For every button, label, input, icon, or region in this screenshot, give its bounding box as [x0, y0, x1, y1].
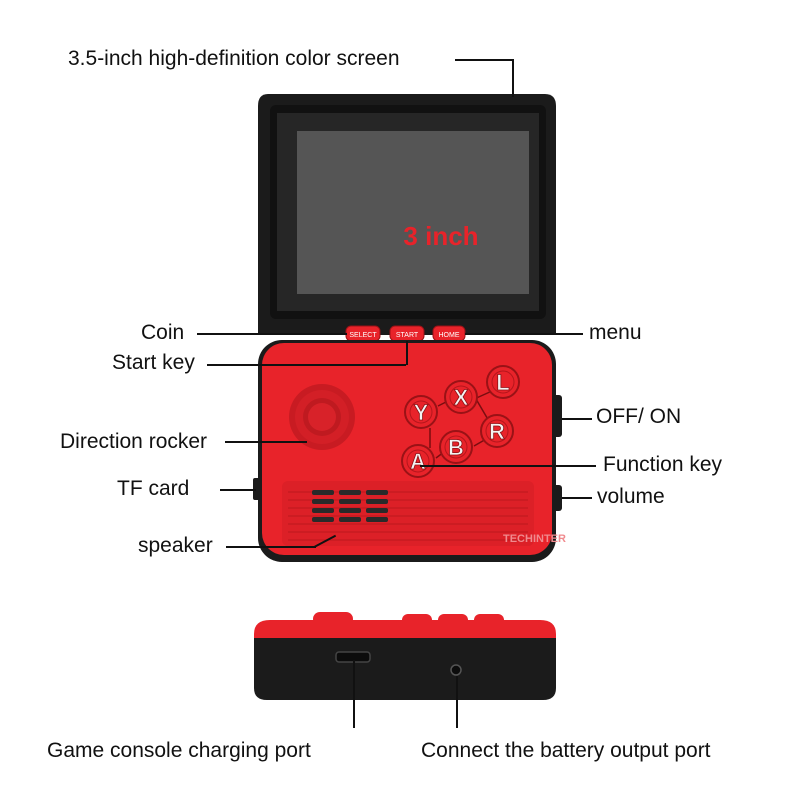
label-charging-port: Game console charging port [47, 739, 311, 762]
leader-screen-h [455, 59, 512, 61]
speaker-grille [312, 490, 388, 522]
label-volume: volume [597, 485, 665, 508]
leader-start-v [406, 341, 408, 365]
svg-text:HOME: HOME [439, 332, 460, 339]
start-button[interactable]: START [389, 325, 425, 342]
console-bottom-view [254, 612, 556, 700]
face-button-l[interactable]: L [486, 365, 520, 399]
leader-start-h [207, 364, 406, 366]
select-button[interactable]: SELECT [345, 325, 381, 342]
display-screen: 3 inch [277, 113, 539, 311]
face-button-r[interactable]: R [480, 414, 514, 448]
label-direction-rocker: Direction rocker [60, 430, 208, 453]
face-button-label: L [496, 370, 509, 395]
svg-text:SELECT: SELECT [349, 332, 377, 339]
face-button-y[interactable]: Y [404, 395, 438, 429]
leader-volume [562, 497, 592, 499]
face-button-label: R [489, 419, 505, 444]
leader-off-on [562, 418, 592, 420]
leader-battery [456, 676, 458, 728]
battery-output-port[interactable] [450, 664, 462, 676]
function-keys: YX L BR A [401, 365, 520, 478]
face-button-b[interactable]: B [439, 430, 473, 464]
label-start-key: Start key [112, 351, 195, 374]
face-button-a[interactable]: A [401, 444, 435, 478]
speaker-area: TECHINTER [282, 481, 566, 546]
face-button-label: B [448, 435, 464, 460]
leader-coin [197, 333, 347, 335]
label-tf-card: TF card [117, 477, 190, 500]
brand-watermark: TECHINTER [503, 533, 566, 545]
screen-size-text: 3 inch [403, 221, 478, 251]
face-button-label: Y [414, 400, 429, 425]
label-screen: 3.5-inch high-definition color screen [68, 47, 400, 70]
leader-speaker-h [226, 546, 316, 548]
direction-rocker[interactable] [289, 384, 355, 450]
svg-text:START: START [396, 332, 419, 339]
label-function-key: Function key [603, 453, 723, 476]
leader-screen-v [512, 59, 514, 97]
face-button-label: X [454, 385, 469, 410]
face-button-x[interactable]: X [444, 380, 478, 414]
leader-charging [353, 660, 355, 728]
label-coin: Coin [141, 321, 185, 344]
leader-menu [465, 333, 583, 335]
leader-direction [225, 441, 307, 443]
label-speaker: speaker [138, 534, 213, 557]
home-button[interactable]: HOME [432, 325, 466, 342]
label-off-on: OFF/ ON [596, 405, 682, 428]
face-button-label: A [410, 449, 426, 474]
leader-tf-card [220, 489, 256, 491]
label-menu: menu [589, 321, 642, 344]
leader-function [420, 465, 596, 467]
label-battery-port: Connect the battery output port [421, 739, 711, 762]
